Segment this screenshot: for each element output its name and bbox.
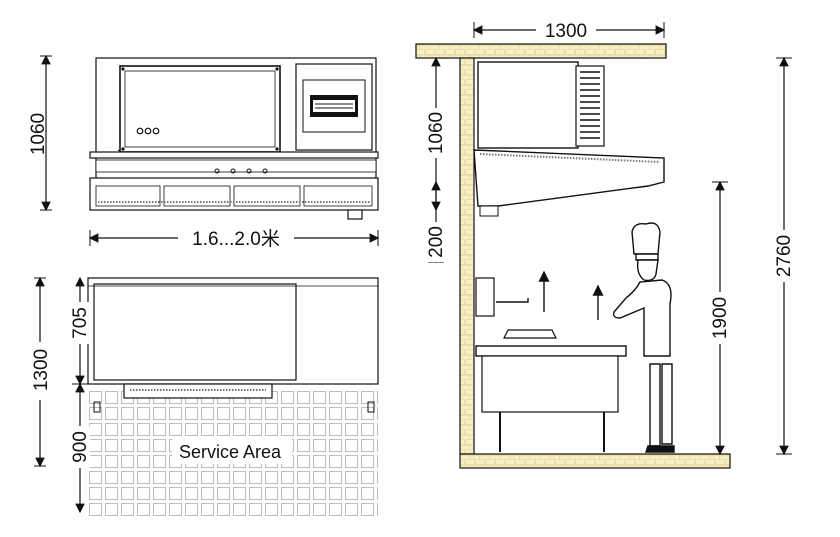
front-view: 1060 1.6...2.0米 [28,54,380,250]
side-gap-label: 200 [426,226,447,258]
control-knob-icon [136,127,144,135]
motor-cabinet [119,65,281,153]
front-height-label: 1060 [28,113,49,155]
side-width-label: 1300 [545,21,587,42]
side-canopy [473,149,665,207]
plan-hood-depth-label: 705 [70,307,91,339]
plan-view: Service Area 1300 705 900 [30,276,379,518]
chef-figure [612,222,675,453]
wall-section [459,57,475,455]
drain-cup [347,209,363,220]
plan-total-depth-label: 1300 [31,349,52,391]
stove-body [481,355,619,413]
hood-lip [123,383,273,399]
service-area-label: Service Area [179,442,282,462]
floor-slab [459,453,731,469]
plan-service-depth-label: 900 [70,431,91,463]
control-knob-icon [144,127,152,135]
wok-icon [503,329,557,339]
stove-top [475,345,627,357]
ceiling-slab [415,43,667,59]
hood-plan-outline [87,277,379,385]
front-width-label: 1.6...2.0米 [192,228,280,250]
stove-backsplash [475,277,495,317]
side-mount-height-label: 1900 [710,297,731,339]
side-hood-body [477,61,579,149]
control-knob-icon [152,127,160,135]
side-ceiling-height-label: 2760 [774,235,795,277]
side-hood-height-label: 1060 [426,112,447,154]
side-view: 1300 1060 200 1900 2760 [415,20,796,469]
faucet-icon [496,298,529,303]
